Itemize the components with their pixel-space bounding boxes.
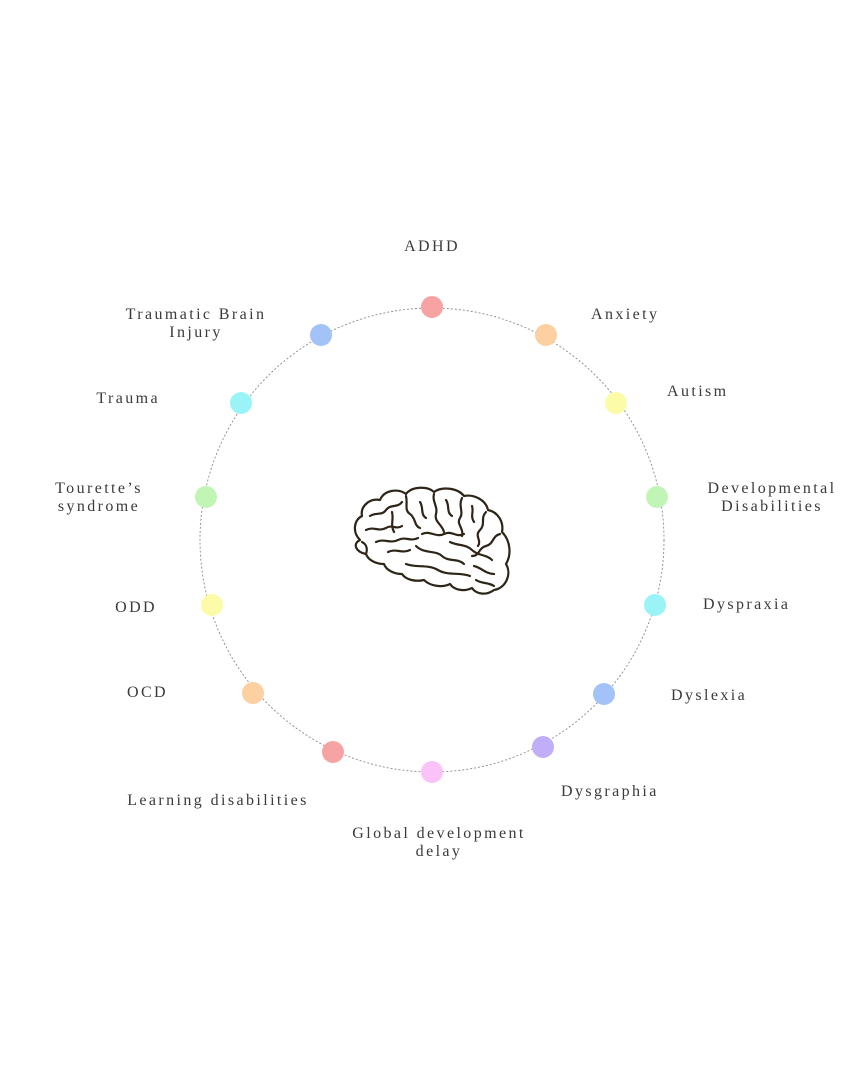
node-label-anxiety: Anxiety: [591, 306, 660, 323]
node-dot-odd: [201, 594, 223, 616]
node-dot-dyspraxia: [644, 594, 666, 616]
node-dot-trauma: [230, 392, 252, 414]
node-label-trauma: Trauma: [96, 390, 160, 407]
brain-icon: [353, 486, 511, 595]
node-dot-ocd: [242, 682, 264, 704]
node-label-dyspraxia: Dyspraxia: [703, 596, 791, 613]
node-dot-adhd: [421, 296, 443, 318]
node-label-autism: Autism: [667, 383, 729, 400]
node-label-ocd: OCD: [127, 684, 168, 701]
node-dot-global-development-delay: [421, 761, 443, 783]
node-dots: [195, 296, 668, 783]
node-label-odd: ODD: [115, 599, 157, 616]
node-dot-tourette-s-syndrome: [195, 486, 217, 508]
node-label-developmental-disabilities: Developmental Disabilities: [707, 480, 837, 515]
node-label-traumatic-brain-injury: Traumatic Brain Injury: [125, 306, 267, 341]
node-label-global-development-delay: Global development delay: [352, 825, 526, 860]
node-label-dyslexia: Dyslexia: [671, 687, 748, 704]
node-label-dysgraphia: Dysgraphia: [561, 783, 659, 800]
node-dot-learning-disabilities: [322, 741, 344, 763]
node-dot-developmental-disabilities: [646, 486, 668, 508]
node-label-learning-disabilities: Learning disabilities: [127, 792, 309, 809]
node-label-adhd: ADHD: [404, 238, 460, 255]
node-dot-traumatic-brain-injury: [310, 324, 332, 346]
node-label-tourette-s-syndrome: Tourette’s syndrome: [55, 480, 143, 515]
node-dot-anxiety: [535, 324, 557, 346]
node-dot-dyslexia: [593, 683, 615, 705]
node-dot-autism: [605, 392, 627, 414]
node-dot-dysgraphia: [532, 736, 554, 758]
